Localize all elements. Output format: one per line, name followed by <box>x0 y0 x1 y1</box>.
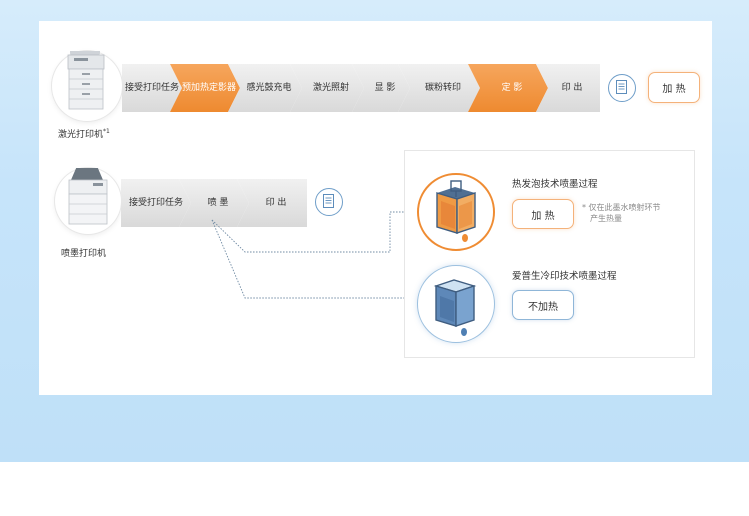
laser-step-label: 预加热 <box>181 83 209 93</box>
inkjet-step-label: 印 出 <box>265 198 287 208</box>
connector-to-epson <box>211 219 418 299</box>
inkjet-step-label: 喷 墨 <box>207 198 229 208</box>
inkjet-step-label: 打印任务 <box>147 198 184 208</box>
laser-step-label: 碳粉转印 <box>424 83 461 93</box>
laser-step: 碳粉转印 <box>398 64 480 112</box>
inkjet-step: 接受打印任务 <box>121 179 191 227</box>
laser-printer-badge <box>52 45 122 121</box>
laser-heat-label: 加 热 <box>648 72 700 103</box>
laser-step-label: 定影器 <box>209 83 237 93</box>
document-icon <box>315 188 343 216</box>
heated-ink-chamber-icon <box>436 180 476 242</box>
laser-step-label: 显 影 <box>374 83 396 93</box>
epson-process-title: 爱普生冷印技术喷墨过程 <box>512 271 617 282</box>
laser-step: 激光照射 <box>290 64 364 112</box>
inkjet-printer-icon <box>68 166 108 225</box>
epson-no-heat-label: 不加热 <box>512 290 574 320</box>
laser-step-label: 感光鼓 <box>246 83 274 93</box>
laser-step: 定 影 <box>468 64 548 112</box>
laser-step-label: 充电 <box>273 83 292 93</box>
laser-process-flow: 接受打印任务预加热定影器感光鼓充电激光照射显 影碳粉转印定 影印 出 <box>122 64 600 112</box>
inkjet-step-label: 接受 <box>128 198 147 208</box>
thermal-heat-label: 加 热 <box>512 199 574 229</box>
piezo-ink-chamber-icon <box>433 279 477 336</box>
thermal-tank-badge <box>417 173 495 251</box>
thermal-process-title: 热发泡技术喷墨过程 <box>512 179 598 190</box>
laser-printer-icon <box>67 45 105 110</box>
piezo-tank-badge <box>417 265 495 343</box>
laser-printer-label: 激光打印机*1 <box>58 128 110 140</box>
laser-step-label: 接受 <box>124 83 143 93</box>
connector-to-thermal <box>211 211 418 253</box>
inkjet-printer-label: 喷墨打印机 <box>61 249 107 259</box>
inkjet-process-flow: 接受打印任务 喷 墨 印 出 <box>121 179 307 227</box>
laser-step: 接受打印任务 <box>122 64 182 112</box>
laser-step: 感光鼓充电 <box>228 64 302 112</box>
laser-step-label: 激光照射 <box>312 83 349 93</box>
laser-step-label: 定 影 <box>501 83 523 93</box>
document-icon <box>608 74 636 102</box>
laser-step-label: 印 出 <box>561 83 583 93</box>
laser-step-label: 打印任务 <box>143 83 180 93</box>
thermal-heat-note: * 仅在此墨水喷射环节 产生热量 <box>582 203 661 223</box>
inkjet-printer-badge <box>55 166 121 234</box>
